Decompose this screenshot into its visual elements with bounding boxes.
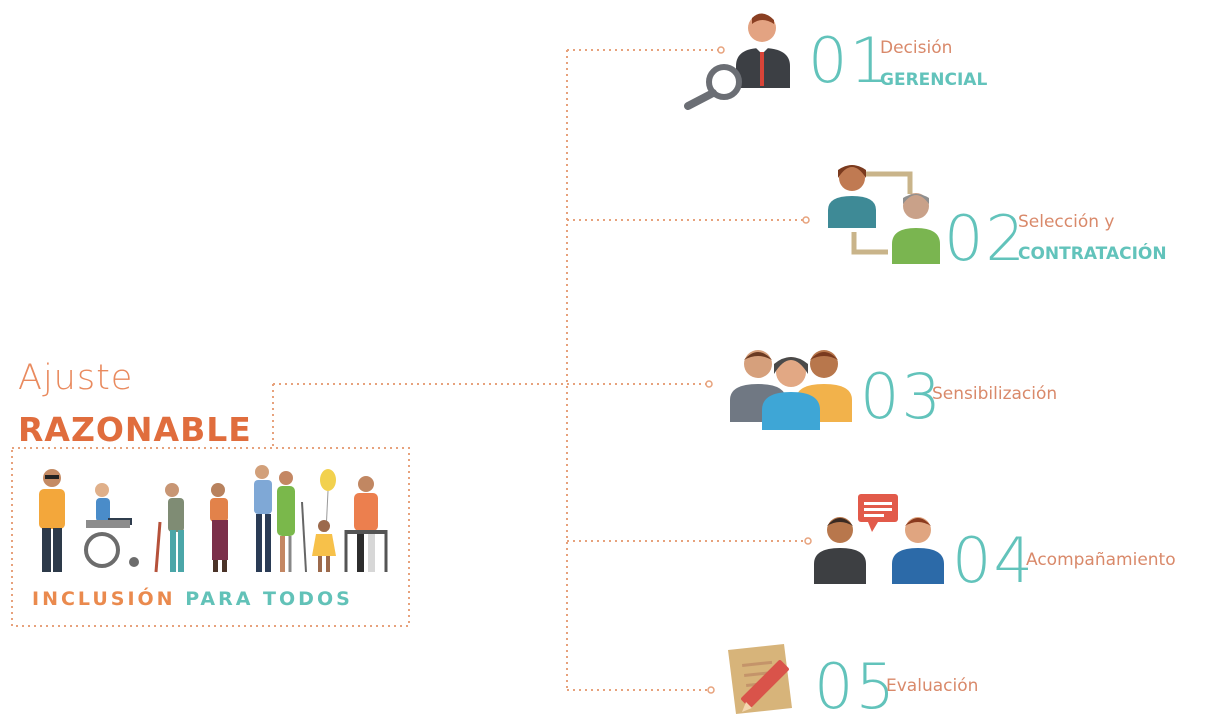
node-dot-02 [802,216,810,224]
title-bold: RAZONABLE [18,410,252,449]
step-number-03: 03 [860,360,943,433]
step-number-02: 02 [944,202,1027,275]
step-label-03: Sensibilización [932,384,1058,404]
woman-crutch-icon [277,471,307,573]
step-number-05: 05 [814,650,897,723]
step-label-01: Decisión [880,38,953,58]
step-label-05: Evaluación [886,676,979,696]
girl-balloon-icon [312,469,336,572]
diverse-people-illustration [39,465,388,573]
node-dot-05 [707,686,715,694]
wheelchair-user-icon [84,483,139,568]
tagline-inclusion: INCLUSIÓN [32,588,176,610]
blind-person-icon [39,469,65,572]
evaluation-pencil-icon [728,644,792,714]
tagline-para-todos: PARA TODOS [185,588,353,610]
manager-search-icon [684,13,790,110]
people-frame [11,447,410,627]
conversation-icon [814,494,944,584]
node-dot-03 [705,380,713,388]
node-dot-01 [717,46,725,54]
man-prosthetic-icon [254,465,272,572]
step-number-04: 04 [952,524,1035,597]
step-label-04: Acompañamiento [1026,550,1176,570]
step-label-bold-01: GERENCIAL [880,70,988,90]
step-number-01: 01 [808,24,891,97]
step-label-bold-02: CONTRATACIÓN [1018,244,1167,264]
man-walker-icon [344,476,388,572]
group-people-icon [730,350,852,430]
step-label-02: Selección y [1018,212,1115,232]
hiring-exchange-icon [828,165,940,264]
node-dot-04 [804,537,812,545]
elderly-man-icon [154,483,184,573]
tagline: INCLUSIÓN PARA TODOS [32,588,402,610]
elderly-woman-icon [210,483,228,572]
title-light: Ajuste [18,358,134,398]
